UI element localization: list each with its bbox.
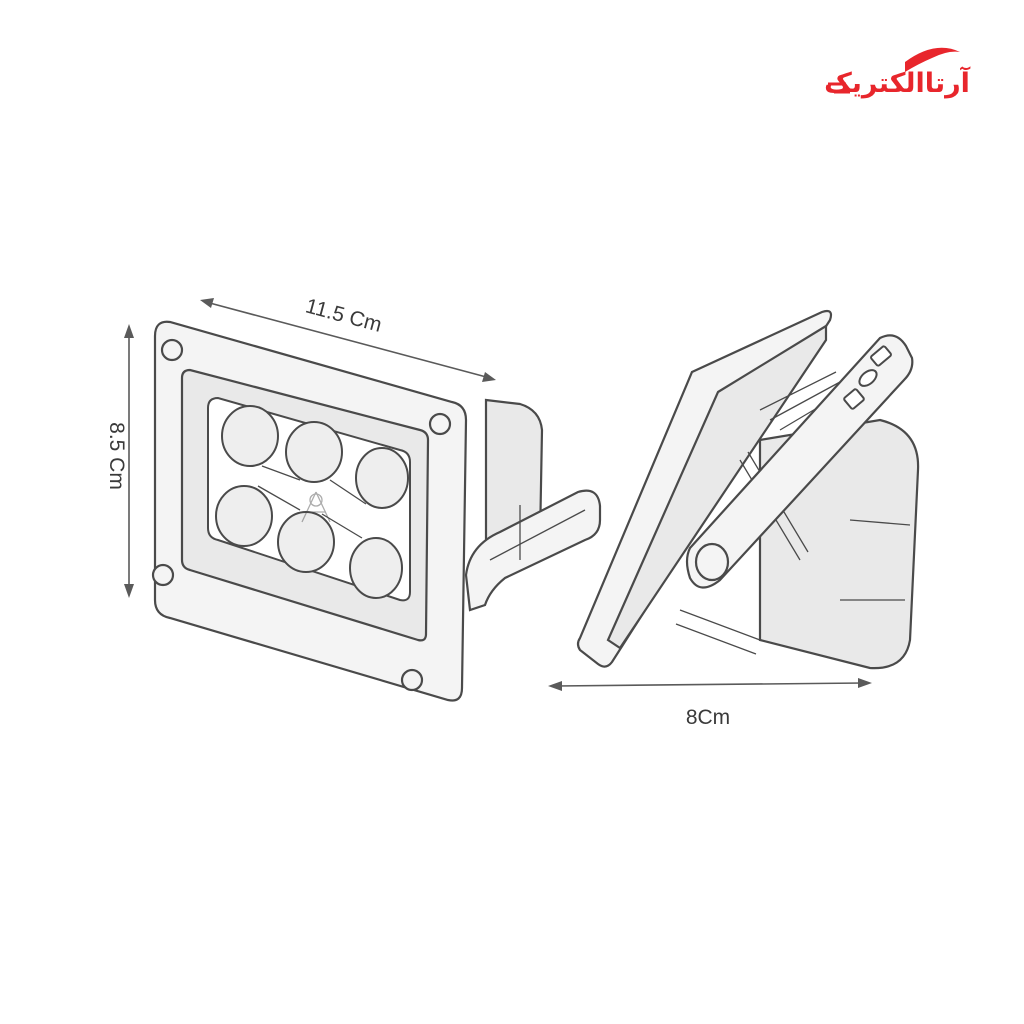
screw-bottom-left — [151, 563, 175, 587]
logo-text: آرتاالکتریک — [824, 66, 971, 99]
bracket-hole — [858, 369, 878, 387]
logo-swoosh — [905, 47, 960, 72]
bracket-pivot-knob — [694, 542, 730, 582]
screw-top-left — [160, 338, 184, 362]
height-label: 8.5 Cm — [105, 422, 128, 490]
bracket-slot-1 — [870, 345, 892, 367]
screw-bottom-right — [400, 668, 424, 692]
watermark-icon — [301, 491, 331, 523]
screw-top-right — [428, 412, 452, 436]
bracket-slot-2 — [843, 388, 865, 410]
depth-dimension: 8Cm — [548, 678, 872, 729]
depth-label: 8Cm — [686, 706, 730, 729]
led-row-top — [221, 405, 409, 509]
front-view — [151, 320, 602, 702]
brand-logo: آرتاالکتریک — [824, 47, 971, 99]
height-dimension: 8.5 Cm — [105, 324, 134, 598]
led-row-bottom — [215, 485, 403, 599]
side-view — [576, 309, 920, 670]
logo-speed-lines — [828, 82, 850, 94]
side-glass — [606, 324, 828, 650]
